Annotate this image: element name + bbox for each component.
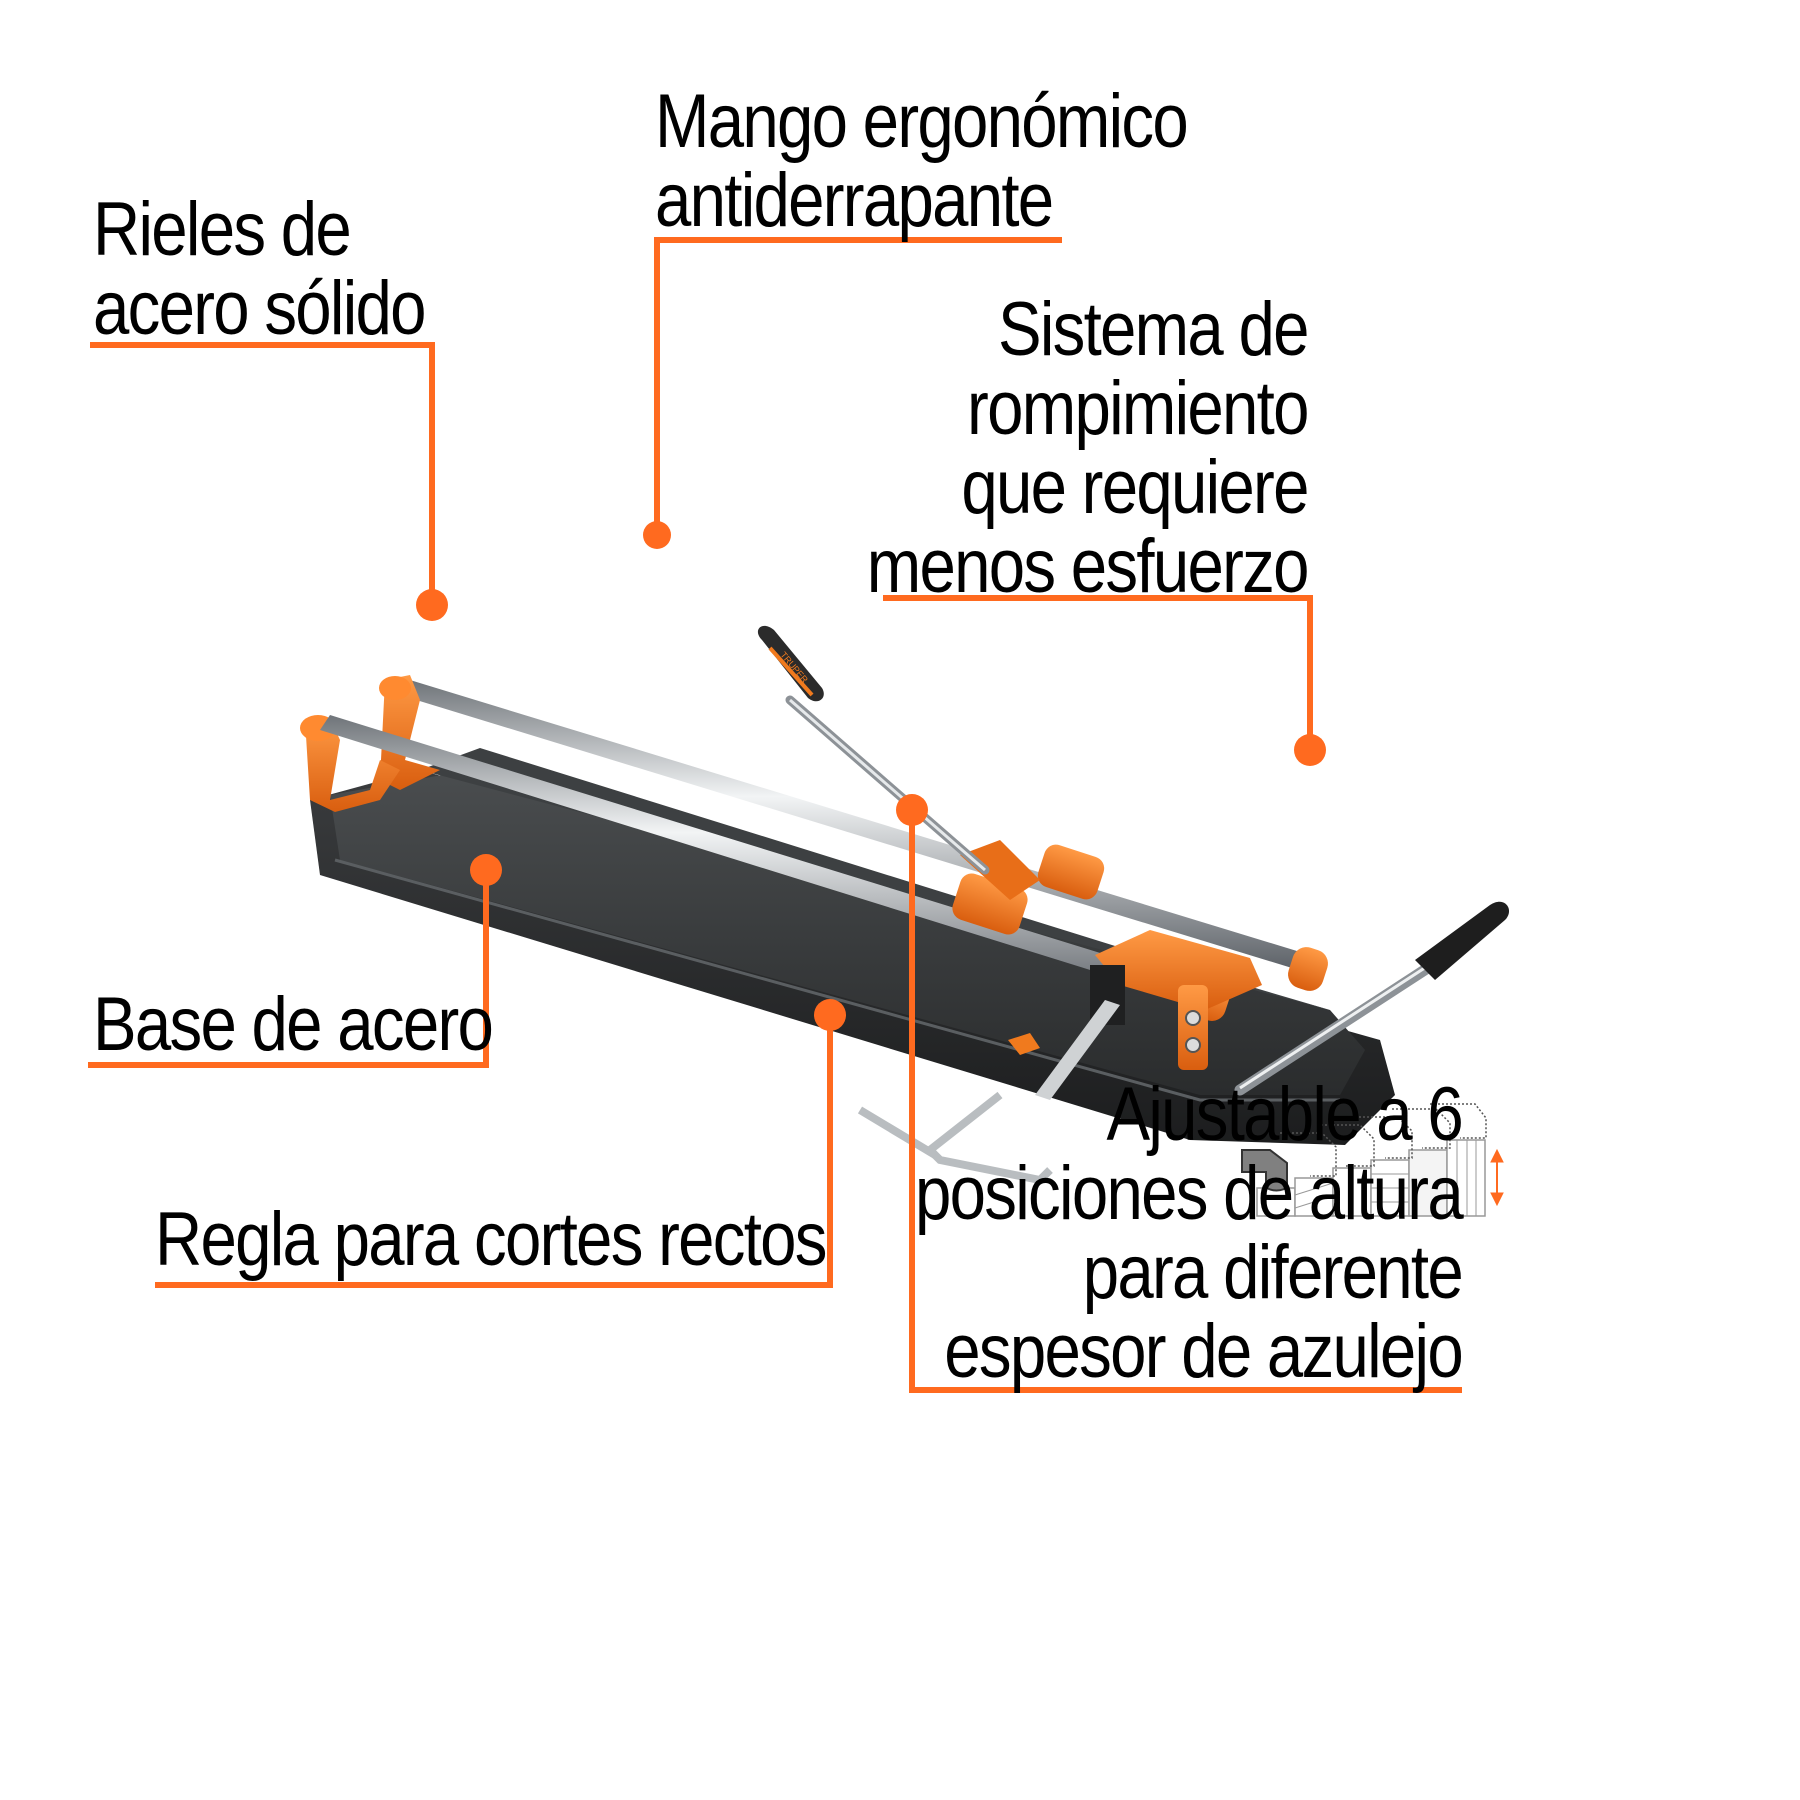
dot-rieles (416, 589, 448, 621)
leader-base (88, 870, 489, 1068)
leader-dots (416, 521, 1326, 1031)
callout-rieles: Rieles de acero sólido (93, 187, 427, 351)
back-rail (400, 680, 1328, 991)
leader-sistema (883, 595, 1313, 750)
breaker-lever (1234, 901, 1510, 1096)
leader-lines (88, 237, 1462, 1393)
scoring-carriage (952, 840, 1105, 935)
dot-sistema (1294, 734, 1326, 766)
height-arrow-icon (1490, 1148, 1504, 1207)
dot-ajustable (896, 794, 928, 826)
callout-ajustable: Ajustable a 6 posiciones de altura para … (915, 1072, 1464, 1394)
leader-ajustable (909, 810, 1462, 1393)
dot-mango (643, 521, 671, 549)
breaking-system (1090, 930, 1262, 1070)
ergonomic-handle: TRUPER (757, 625, 990, 875)
dot-regla (814, 999, 846, 1031)
callout-regla: Regla para cortes rectos (155, 1197, 827, 1282)
thickness-diagram (1241, 1103, 1504, 1217)
callout-base: Base de acero (93, 982, 494, 1067)
leader-regla (155, 1015, 833, 1288)
straight-cut-ruler (857, 1000, 1120, 1185)
dot-base (470, 854, 502, 886)
leader-mango (654, 237, 1062, 535)
callout-sistema: Sistema de rompimiento que requiere meno… (867, 287, 1310, 609)
callout-mango: Mango ergonómico antiderrapante (655, 79, 1189, 243)
leader-rieles (90, 342, 435, 605)
